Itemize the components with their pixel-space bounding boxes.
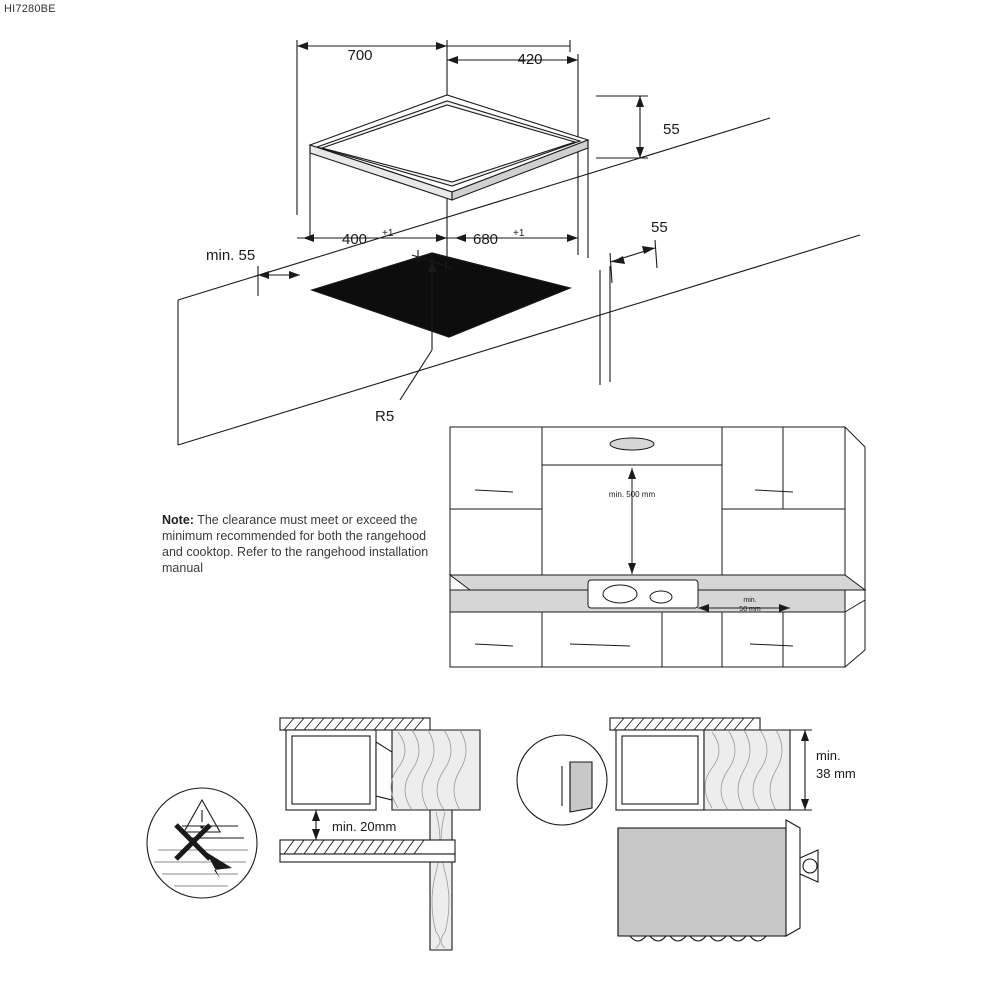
dim-radius: R5 [375, 408, 394, 425]
dim-cutout-depth-tol: +1 [382, 228, 394, 239]
note-text: The clearance must meet or exceed the mi… [162, 513, 429, 575]
bottom-right-clearance-diagram: min. 38 mm [516, 717, 856, 942]
dim-side-clearance: 55 [651, 219, 668, 236]
top-cooktop-diagram: 700 420 55 400 +1 680 +1 min. 55 55 R5 [177, 40, 861, 446]
min-clearance-38mm-label-1: min. [816, 748, 841, 763]
clearance-note: Note: The clearance must meet or exceed … [162, 512, 430, 576]
hood-height-label: min. 500 mm [609, 490, 656, 499]
min-clearance-38mm-label-2: 38 mm [816, 766, 856, 781]
model-code-label: HI7280BE [4, 3, 56, 15]
kitchen-elevation-diagram: min. 500 mm min. 50 mm [448, 426, 867, 668]
dim-height-right: 55 [663, 121, 680, 138]
side-gap-label-1: min. [743, 597, 756, 604]
dim-cutout-width: 680 [473, 231, 498, 248]
dim-width-total: 700 [347, 47, 372, 64]
side-gap-label-2: 50 mm [739, 606, 761, 613]
min-clearance-20mm-label: min. 20mm [332, 819, 396, 834]
note-label: Note: [162, 513, 194, 527]
dim-cutout-width-tol: +1 [513, 228, 525, 239]
dim-cutout-depth: 400 [342, 231, 367, 248]
bottom-left-clearance-diagram: min. 20mm [146, 717, 481, 951]
dim-width-partial: 420 [517, 51, 542, 68]
dim-min-clearance: min. 55 [206, 247, 255, 264]
